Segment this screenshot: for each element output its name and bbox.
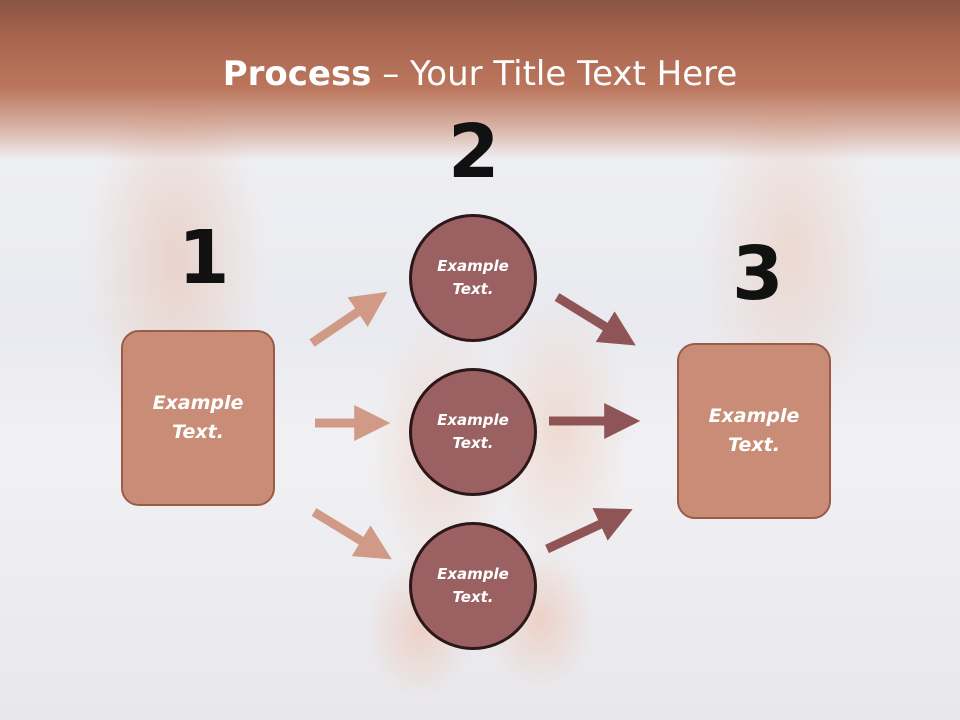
step-1-box[interactable]: Example Text. [121,330,275,506]
step-2-circle-middle[interactable]: Example Text. [409,368,537,496]
step-3-label: Example Text. [708,405,800,456]
arrow-1-to-bottom [311,508,392,560]
slide-title: Process – Your Title Text Here [0,52,960,96]
title-bar [0,0,960,160]
step-number-1: 1 [178,215,230,301]
step-2-circle-bottom[interactable]: Example Text. [409,522,537,650]
step-1-label: Example Text. [152,392,244,443]
step-2-circle-top[interactable]: Example Text. [409,214,537,342]
title-bold: Process [222,54,372,94]
title-rest: – Your Title Text Here [371,54,738,94]
step-3-box[interactable]: Example Text. [677,343,831,519]
arrow-top-to-3 [554,293,636,346]
circle-bottom-label: Example Text. [437,565,509,606]
step-number-3: 3 [732,231,784,317]
step-number-2: 2 [448,109,500,195]
arrow-bottom-to-3 [545,508,633,554]
circle-top-label: Example Text. [437,257,509,298]
arrow-1-to-top [309,291,388,347]
circle-middle-label: Example Text. [437,411,509,452]
